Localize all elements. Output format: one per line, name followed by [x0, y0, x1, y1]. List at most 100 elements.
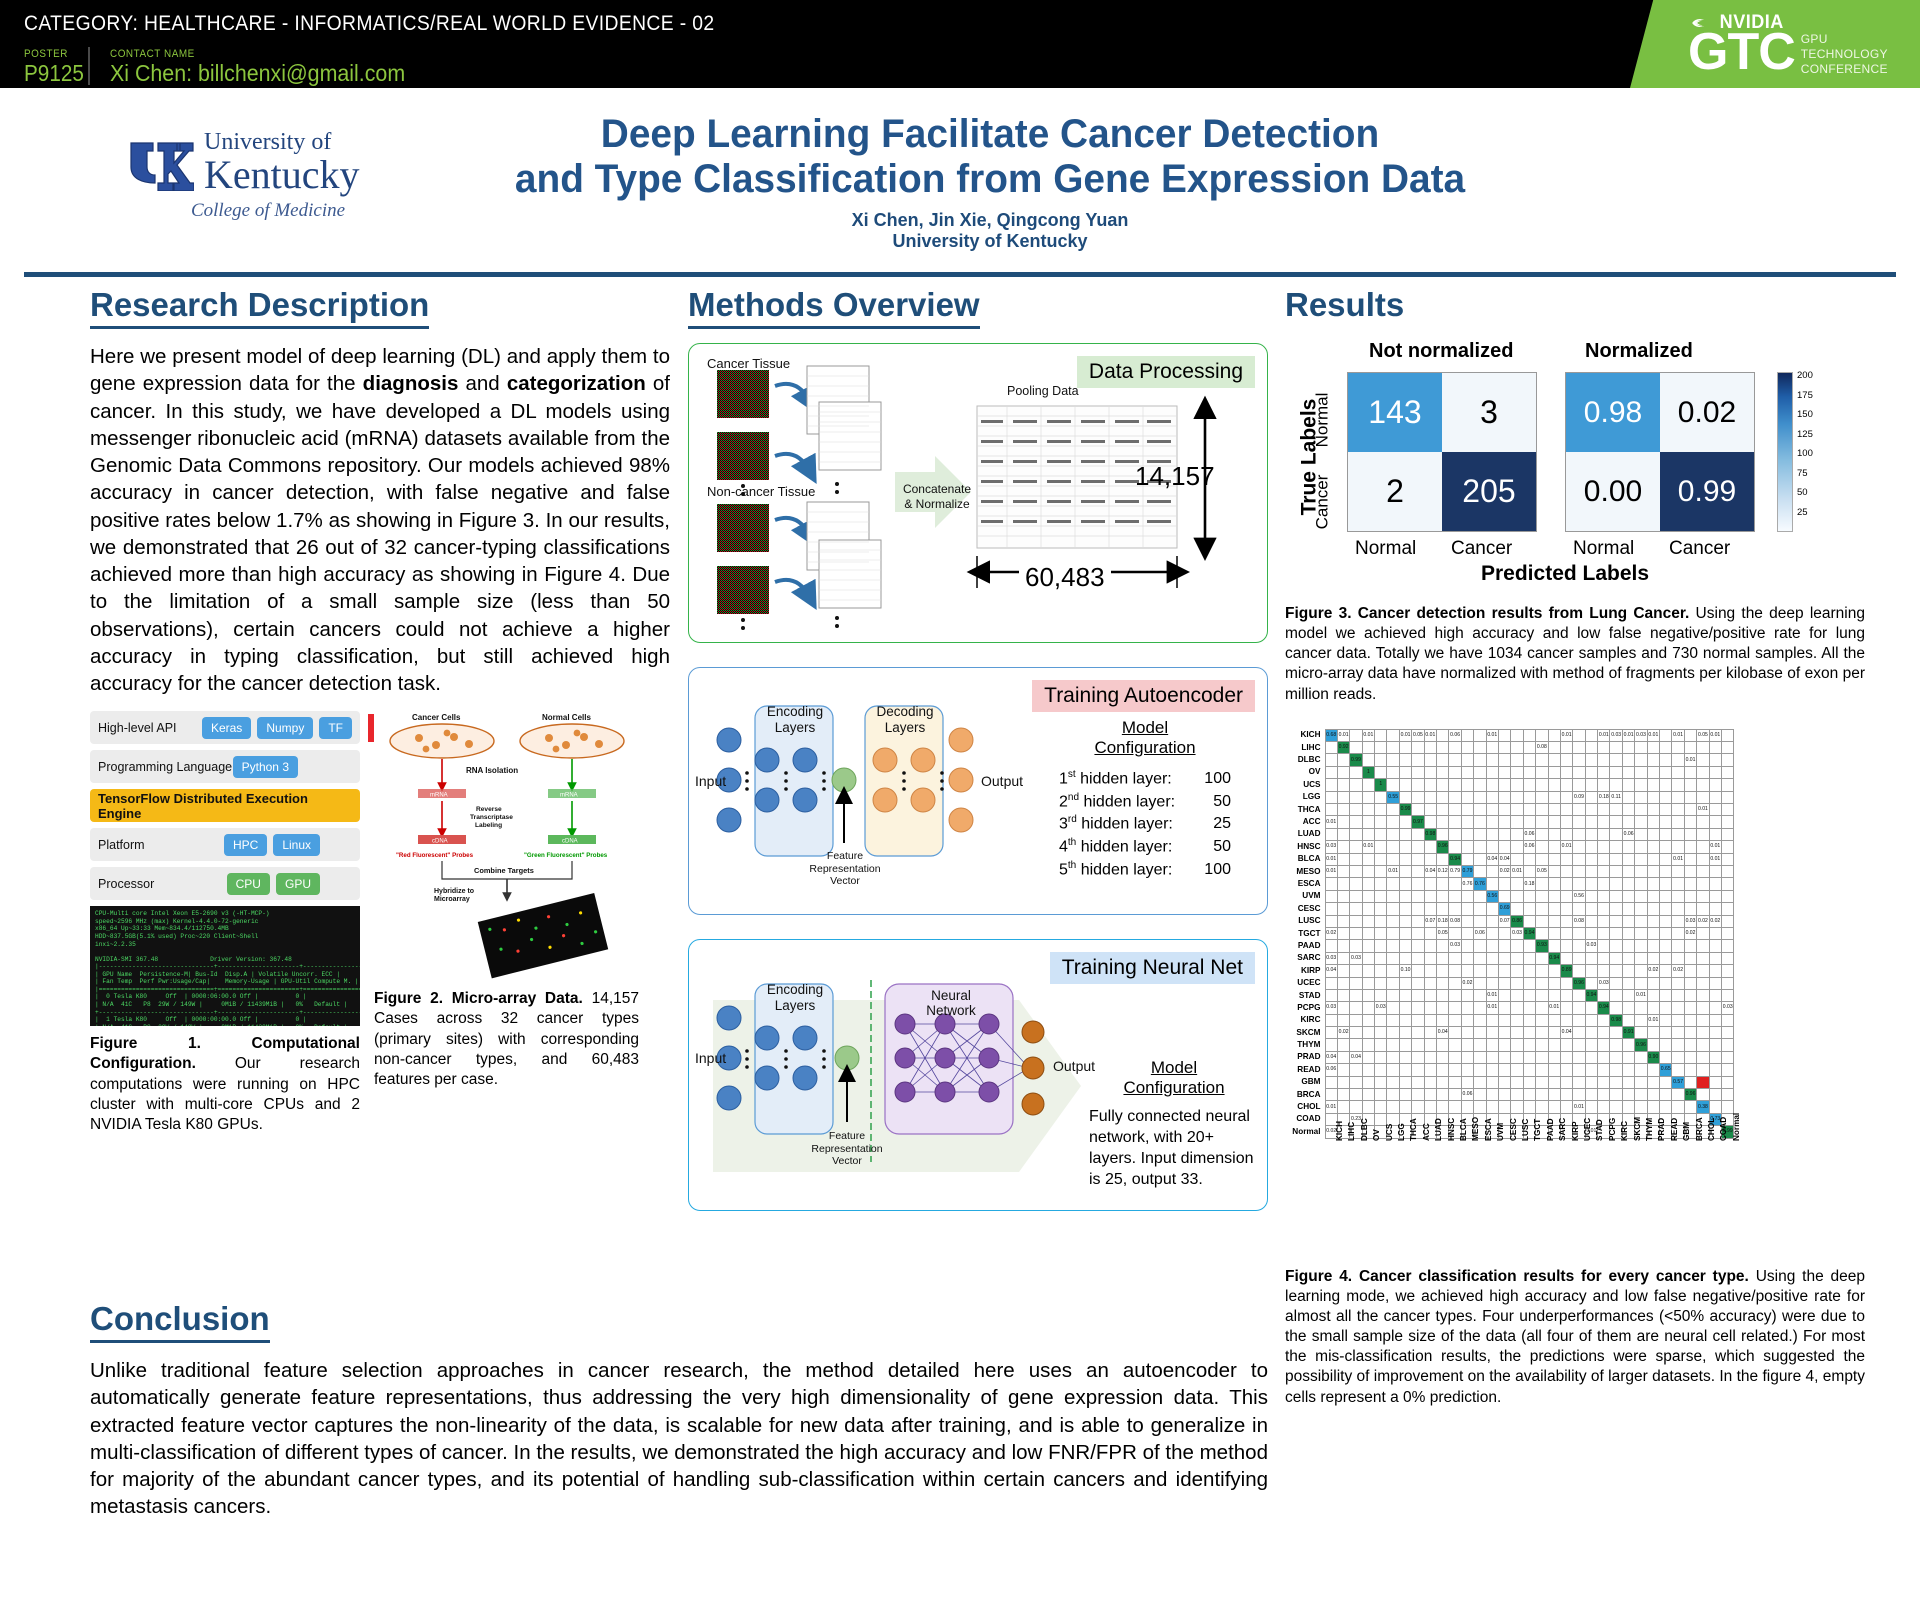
heatmap-cell [1374, 864, 1388, 879]
heatmap-cell [1597, 889, 1611, 904]
cmn-cell-cancer-cancer: 0.99 [1660, 452, 1754, 531]
figure1-caption: Figure 1. Computational Configuration. O… [90, 1034, 360, 1135]
heatmap-cell [1522, 951, 1537, 966]
heatmap-cell [1435, 827, 1450, 842]
heatmap-cell [1683, 988, 1698, 1003]
heatmap-col-label: CESC [1508, 1117, 1518, 1141]
heatmap-cell [1659, 1100, 1673, 1114]
heatmap-cell [1696, 778, 1710, 792]
heatmap-cell [1597, 827, 1611, 842]
heatmap-cell [1374, 988, 1388, 1003]
cm-title-not-normalized: Not normalized [1369, 340, 1514, 362]
heatmap-cell [1559, 1001, 1574, 1015]
label-encoding-layers-nn: Encoding Layers [766, 982, 824, 1014]
cmn-cell-cancer-normal: 0.00 [1566, 452, 1660, 531]
heatmap-cell: 0.07 [1423, 914, 1438, 928]
config-title-2-ae: Configuration [1094, 738, 1196, 757]
heatmap-cell [1423, 926, 1438, 941]
heatmap-cell [1423, 815, 1438, 829]
data-processing-svg [717, 365, 1217, 630]
heatmap-cell [1411, 778, 1425, 792]
layer-name: 2nd hidden layer: [1059, 791, 1176, 811]
heatmap-cell [1634, 964, 1648, 978]
heatmap-cell: 0.96 [1634, 1038, 1648, 1052]
cm2-xtick-normal: Normal [1573, 538, 1635, 559]
heatmap-cell [1423, 1050, 1438, 1065]
heatmap-cell [1411, 1100, 1425, 1114]
colorbar-tick: 50 [1797, 487, 1808, 498]
heatmap-cell: 0.05 [1696, 728, 1710, 743]
heatmap-cell [1361, 790, 1376, 805]
heatmap-row-label: KIRC [1300, 1015, 1321, 1025]
heatmap-cell: 0.04 [1324, 964, 1338, 978]
heatmap-col-label: LUSC [1521, 1118, 1530, 1141]
stack-chips-api: Keras Numpy TF [196, 716, 352, 739]
university-logo: University of Kentucky College of Medici… [128, 130, 408, 222]
heatmap-cell [1671, 815, 1685, 829]
heatmap-cell: 0.05 [1411, 728, 1425, 743]
heatmap-cell [1398, 815, 1413, 829]
heatmap-cell [1448, 1026, 1462, 1040]
heatmap-cell [1336, 1088, 1351, 1102]
heatmap-cell [1609, 1038, 1623, 1052]
heatmap-cell [1559, 889, 1574, 904]
heatmap-cell [1324, 753, 1338, 767]
heatmap-col-label: CHOL [1707, 1117, 1716, 1141]
heatmap-cell [1435, 803, 1450, 817]
research-text-mid: and [458, 372, 507, 396]
heatmap-cell: 0.98 [1609, 1013, 1623, 1028]
heatmap-cell [1621, 1001, 1636, 1015]
heatmap-cell [1510, 803, 1524, 817]
heatmap-cell [1720, 803, 1735, 817]
heatmap-cell [1696, 1088, 1710, 1102]
heatmap-row-label: UVM [1302, 891, 1321, 901]
heatmap-cell [1386, 741, 1400, 755]
heatmap-row-label: DLBC [1297, 755, 1321, 765]
heatmap-cell [1411, 827, 1425, 842]
heatmap-col-label: KIRP [1570, 1121, 1580, 1141]
heatmap-cell [1720, 1063, 1735, 1077]
heatmap-cell [1683, 741, 1698, 755]
heatmap-cell [1720, 1026, 1735, 1040]
stack-row-language: Programming Language Python 3 [90, 750, 398, 784]
label-input-ae: Input [695, 773, 727, 789]
heatmap-cell: 0.03 [1584, 939, 1599, 953]
heatmap-cell [1522, 1026, 1537, 1040]
layer-size: 25 [1213, 815, 1231, 833]
heatmap-cell [1522, 864, 1537, 879]
heatmap-cell [1411, 753, 1425, 767]
heatmap-cell [1659, 1026, 1673, 1040]
heatmap-cell: 0.06 [1522, 840, 1537, 854]
heatmap-cell [1324, 988, 1338, 1003]
heatmap-cell [1473, 964, 1487, 978]
gtc-subtitle: GPU TECHNOLOGY CONFERENCE [1801, 32, 1888, 77]
heatmap-cell [1497, 1050, 1512, 1065]
heatmap-cell [1708, 902, 1723, 916]
heatmap-cell [1349, 778, 1363, 792]
heatmap-cell [1361, 976, 1376, 990]
heatmap-cell [1411, 951, 1425, 966]
heatmap-cell [1720, 951, 1735, 966]
heatmap-row-label: KIRP [1300, 965, 1321, 975]
heatmap-cell [1485, 803, 1499, 817]
figure1-caption-bold: Figure 1. Computational Configuration. [90, 1035, 360, 1073]
heatmap-cell [1609, 864, 1623, 879]
heatmap-cell [1336, 803, 1351, 817]
heatmap-cell [1435, 1075, 1450, 1090]
heatmap-row-label: READ [1297, 1064, 1321, 1074]
heatmap-cell [1683, 939, 1698, 953]
heatmap-row-label: SKCM [1296, 1027, 1321, 1037]
heatmap-cell [1460, 1063, 1475, 1077]
heatmap-cell: 0.11 [1609, 790, 1623, 805]
config-title-1-ae: Model [1121, 718, 1169, 737]
heatmap-cell [1696, 976, 1710, 990]
heatmap-cell [1708, 926, 1723, 941]
heatmap-cell [1349, 976, 1363, 990]
heatmap-cell [1547, 889, 1561, 904]
heatmap-cell [1696, 926, 1710, 941]
